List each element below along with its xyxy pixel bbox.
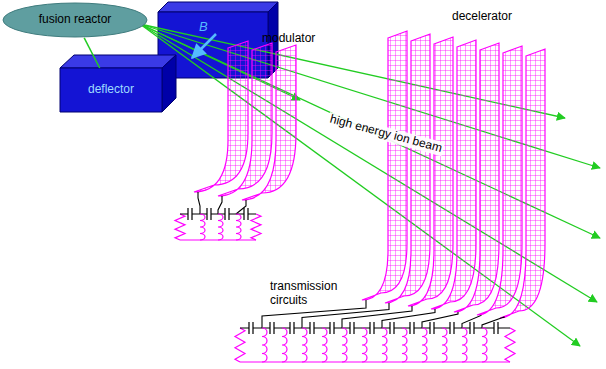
mesh-grid [500, 49, 545, 318]
capacitor-symbol [482, 322, 510, 334]
mesh-grid [385, 34, 430, 303]
capacitor-symbol [262, 322, 282, 334]
inductor-symbol [322, 328, 327, 362]
mesh-grid [454, 43, 499, 312]
capacitor-symbol [180, 208, 200, 220]
mesh-grid [362, 31, 407, 300]
capacitor-symbol [240, 322, 262, 334]
capacitor-symbol [282, 322, 302, 334]
part-label: decelerator [452, 10, 512, 24]
inductor-symbol [402, 328, 407, 362]
resistor-symbol [175, 214, 185, 240]
ion-beams [140, 24, 600, 346]
ground-rail [180, 239, 256, 240]
inductor-symbol [218, 214, 223, 240]
wire [218, 196, 222, 214]
capacitor-symbol [422, 322, 442, 334]
inductor-symbol [362, 328, 367, 362]
ground-rail [240, 361, 510, 362]
mesh-grid [242, 45, 296, 200]
capacitor-symbol [462, 322, 482, 334]
inductor-symbol [422, 328, 427, 362]
deflector-box: deflector [60, 68, 162, 112]
deflector-box-lower [60, 55, 176, 112]
capacitor-symbol [322, 322, 342, 334]
inductor-symbol [482, 328, 487, 362]
transmission-wires [198, 192, 504, 328]
part-label: transmission circuits [270, 280, 350, 308]
mesh-grid [431, 40, 476, 309]
reactor-ellipse: fusion reactor [2, 2, 148, 38]
wire [482, 317, 504, 328]
circuit-symbols [175, 208, 515, 362]
node-label: fusion reactor [39, 13, 112, 27]
field-arrow [192, 34, 216, 58]
resistor-symbol [505, 328, 515, 362]
capacitor-symbol [382, 322, 402, 334]
wire [422, 312, 458, 328]
capacitor-symbol [442, 322, 462, 334]
inductor-symbol [200, 214, 205, 240]
capacitor-symbol [362, 322, 382, 334]
mesh-grid [408, 37, 453, 306]
inductor-symbol [462, 328, 467, 362]
part-label: modulator [262, 32, 315, 46]
resistor-symbol [235, 328, 245, 362]
inductor-symbol [262, 328, 267, 362]
ion-beam-line [140, 24, 580, 346]
capacitor-symbol [342, 322, 362, 334]
capacitor-symbol [302, 322, 322, 334]
node-label: deflector [88, 83, 134, 97]
inductor-symbol [302, 328, 307, 362]
beam-connector [84, 38, 100, 68]
inductor-symbol [442, 328, 447, 362]
wire [342, 306, 412, 328]
resistor-symbol [251, 214, 261, 240]
mesh-grid [194, 41, 248, 192]
inductor-symbol [236, 214, 241, 240]
inductor-symbol [342, 328, 347, 362]
reactor-shape [3, 3, 147, 37]
wire [462, 315, 481, 328]
grid-electrodes [194, 31, 545, 318]
inductor-symbol [382, 328, 387, 362]
wire [198, 192, 200, 214]
mesh-grid [218, 43, 272, 196]
capacitor-symbol [402, 322, 422, 334]
mesh-grid [477, 46, 522, 315]
inductor-symbol [282, 328, 287, 362]
field-symbol: B [199, 20, 208, 35]
